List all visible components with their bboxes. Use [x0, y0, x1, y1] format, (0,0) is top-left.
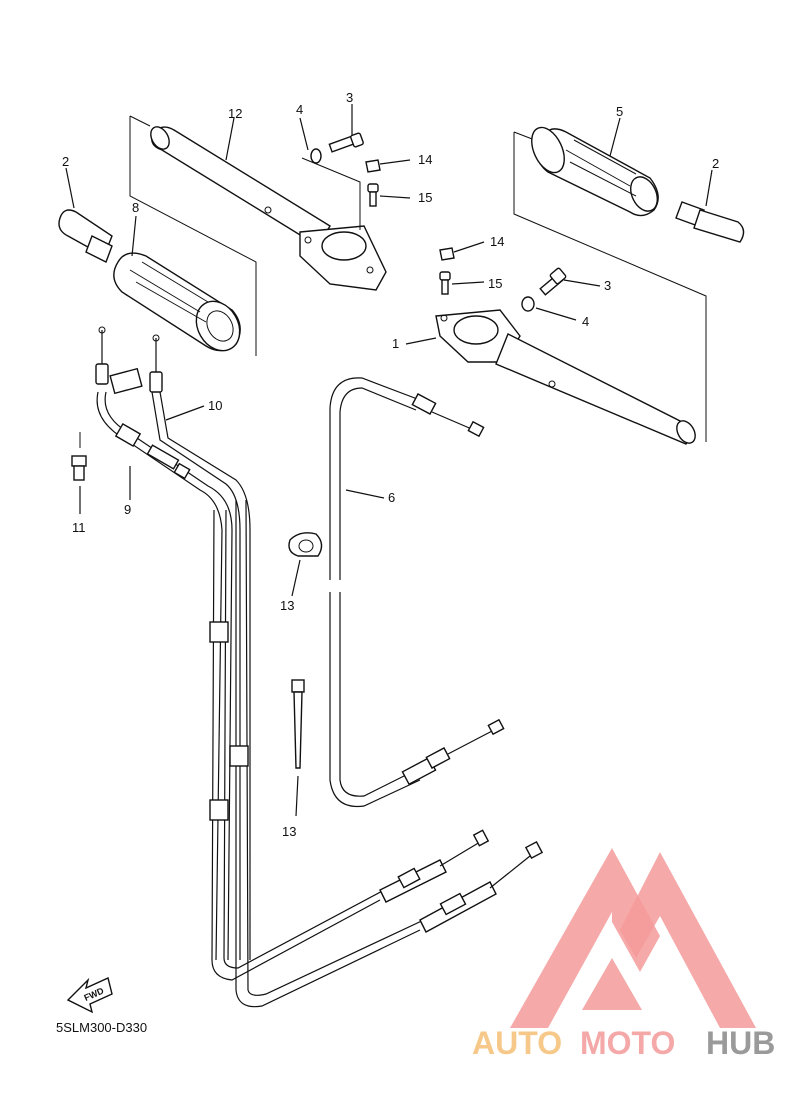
- watermark-logo: [510, 848, 756, 1028]
- part-label-13: 13: [282, 824, 296, 839]
- part-label-10: 10: [208, 398, 222, 413]
- watermark-moto: MOTO: [580, 1025, 675, 1061]
- right-grip: [531, 117, 659, 217]
- lower-cable-runs: [209, 499, 544, 1008]
- part-label-14-right: 14: [490, 234, 504, 249]
- part-label-4-left: 4: [296, 102, 303, 117]
- part-label-15-right: 15: [488, 276, 502, 291]
- part-label-7: 12: [228, 106, 242, 121]
- part-label-14-left: 14: [418, 152, 432, 167]
- part-label-3-right: 3: [604, 278, 611, 293]
- diagram-code: 5SLM300-D330: [56, 1020, 147, 1035]
- watermark-auto: AUTO: [472, 1025, 562, 1061]
- left-clamp-hardware: [299, 104, 411, 230]
- right-handlebar: [405, 131, 707, 445]
- left-grip: [113, 215, 241, 352]
- part-label-9: 9: [124, 502, 131, 517]
- left-handlebar: [129, 115, 387, 356]
- cable-tie: [291, 679, 305, 817]
- part-label-1: 1: [392, 336, 399, 351]
- part-label-11: 11: [72, 520, 86, 535]
- part-label-3-left: 3: [346, 90, 353, 105]
- right-clamp-hardware: [439, 241, 601, 321]
- part-label-2-right: 2: [712, 156, 719, 171]
- part-label-4-right: 4: [582, 314, 589, 329]
- part-label-2-left: 2: [62, 154, 69, 169]
- forward-arrow-icon: FWD: [66, 977, 113, 1014]
- clutch-cable: [329, 377, 505, 808]
- part-label-6: 6: [388, 490, 395, 505]
- part-label-8: 8: [132, 200, 139, 215]
- left-bar-end: [58, 167, 113, 263]
- watermark-hub: HUB: [706, 1025, 775, 1061]
- part-label-5: 5: [616, 104, 623, 119]
- cable-clamp: [288, 532, 323, 597]
- part-label-15-left: 15: [418, 190, 432, 205]
- part-label-12: 13: [280, 598, 294, 613]
- right-bar-end: [675, 169, 745, 243]
- throttle-cables: [71, 326, 251, 961]
